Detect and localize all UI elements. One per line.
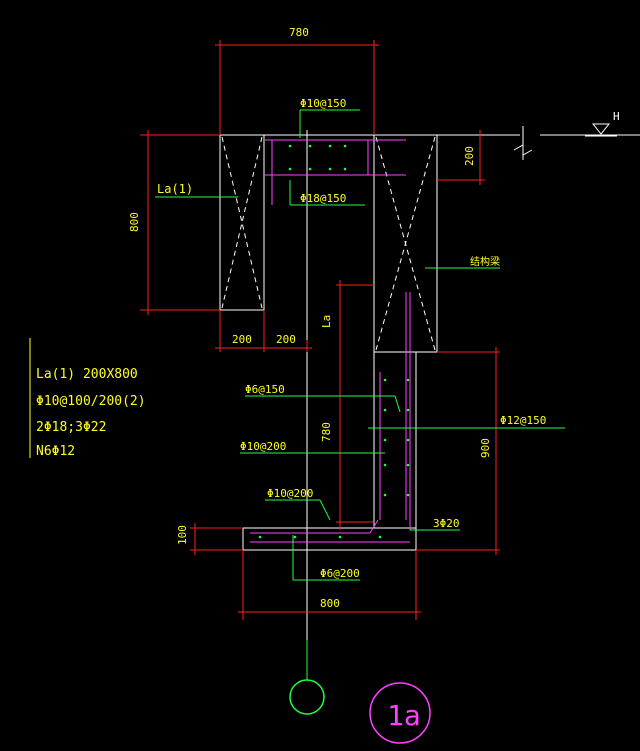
dim-left-height: 800 bbox=[128, 212, 141, 232]
section-mark-label: 1a bbox=[387, 699, 421, 732]
dim-wall-height: 780 bbox=[320, 422, 333, 442]
legend-line-4: N6Φ12 bbox=[36, 444, 75, 459]
rebar-labels: Φ10@150 La(1) Φ18@150 结构梁 Φ6@150 Φ12@150… bbox=[157, 97, 546, 580]
water-level-label: H bbox=[613, 110, 620, 123]
dim-base-width: 800 bbox=[320, 597, 340, 610]
label-rebar-10-200-b: Φ10@200 bbox=[267, 487, 313, 500]
dim-anchor-length: La bbox=[320, 315, 333, 328]
section-mark-circle bbox=[369, 682, 431, 744]
label-mid-rebar: Φ18@150 bbox=[300, 192, 346, 205]
water-level-triangle bbox=[591, 123, 611, 135]
break-symbol bbox=[513, 144, 533, 156]
dim-bottom-left-1: 200 bbox=[232, 333, 252, 346]
dim-top-width: 780 bbox=[289, 26, 309, 39]
dimension-texts: 780 800 200 200 200 La 780 900 100 800 bbox=[128, 26, 492, 610]
legend-line-2: Φ10@100/200(2) bbox=[36, 394, 146, 409]
label-water-level: H bbox=[613, 110, 620, 123]
dim-right-height: 900 bbox=[479, 438, 492, 458]
column-x bbox=[375, 136, 436, 351]
label-rebar-3-20: 3Φ20 bbox=[433, 517, 460, 530]
axis-circle bbox=[289, 679, 325, 715]
structure-outline bbox=[140, 123, 640, 551]
dim-base-height: 100 bbox=[176, 525, 189, 545]
left-beam-outline bbox=[219, 134, 265, 311]
base-outline bbox=[242, 527, 417, 551]
label-top-rebar: Φ10@150 bbox=[300, 97, 346, 110]
legend-block: La(1) 200X800 Φ10@100/200(2) 2Φ18;3Φ22 N… bbox=[36, 367, 146, 459]
label-beam-ref: La(1) bbox=[157, 182, 193, 196]
dim-bottom-left-2: 200 bbox=[276, 333, 296, 346]
rebar-lines bbox=[250, 139, 411, 543]
label-rebar-6-200: Φ6@200 bbox=[320, 567, 360, 580]
dim-top-slab: 200 bbox=[463, 146, 476, 166]
label-rebar-10-200: Φ10@200 bbox=[240, 440, 286, 453]
label-rebar-12: Φ12@150 bbox=[500, 414, 546, 427]
rebar-dots bbox=[258, 144, 410, 539]
left-beam-x bbox=[221, 136, 263, 309]
legend-line-1: La(1) 200X800 bbox=[36, 367, 138, 382]
leader-lines bbox=[155, 109, 565, 680]
label-structural-beam: 结构梁 bbox=[470, 255, 500, 268]
legend-line-3: 2Φ18;3Φ22 bbox=[36, 420, 106, 435]
dimension-lines bbox=[140, 40, 500, 620]
label-stirrup-6: Φ6@150 bbox=[245, 383, 285, 396]
